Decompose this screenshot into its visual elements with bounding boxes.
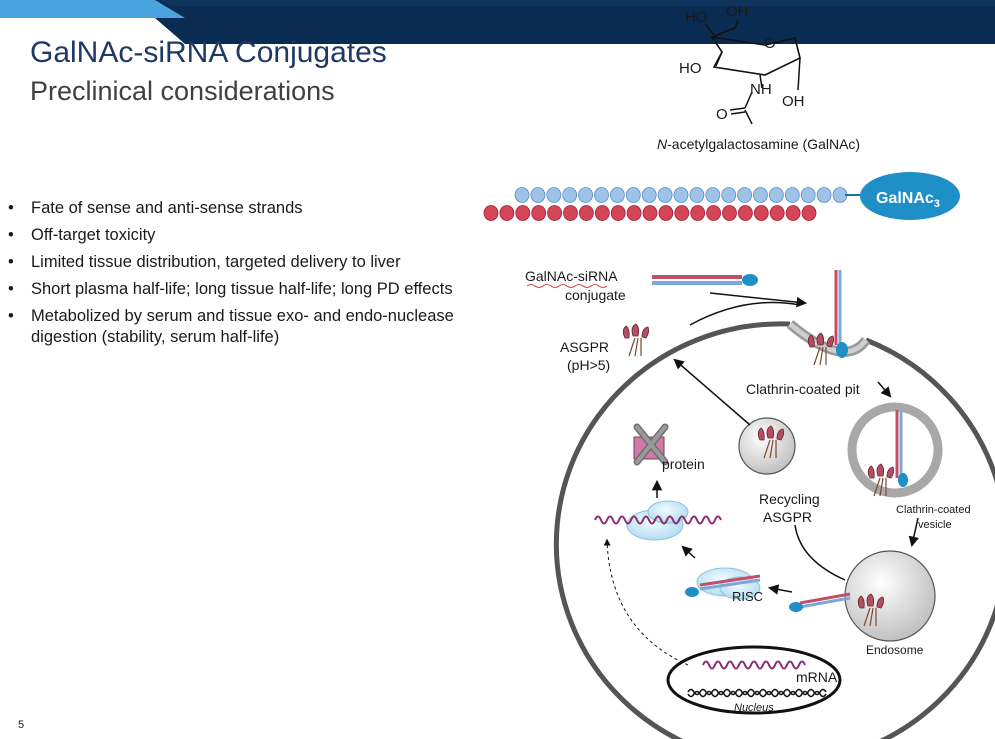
antisense-strand	[483, 205, 817, 221]
antisense-bead	[706, 205, 721, 221]
molecule-group-label: NH	[750, 81, 772, 98]
protein-label: protein	[662, 456, 705, 472]
conjugate-label-1: GalNAc-siRNA	[525, 268, 618, 284]
antisense-bead	[594, 205, 610, 221]
sense-bead	[673, 187, 689, 203]
galnac3-badge-subscript: 3	[934, 198, 940, 210]
recycling-asgpr-vesicle	[738, 417, 796, 475]
sense-bead	[562, 187, 578, 203]
sense-bead	[784, 187, 800, 203]
recycling-label-2: ASGPR	[763, 509, 812, 525]
bullet-item: Limited tissue distribution, targeted de…	[8, 252, 478, 273]
asgpr-label-1: ASGPR	[560, 339, 609, 355]
antisense-bead	[769, 205, 785, 221]
molecule-group-label: OH	[782, 93, 805, 110]
clathrin-coated-vesicle	[847, 402, 943, 498]
sense-bead	[816, 187, 832, 203]
pit-label: Clathrin-coated pit	[746, 381, 860, 397]
bullet-item: Short plasma half-life; long tissue half…	[8, 279, 478, 300]
antisense-bead	[547, 205, 562, 221]
sense-bead	[594, 187, 609, 203]
molecule-caption-rest: -acetylgalactosamine (GalNAc)	[667, 136, 860, 152]
antisense-bead	[801, 205, 817, 221]
sense-bead	[769, 187, 784, 203]
bullet-item: Off-target toxicity	[8, 225, 478, 246]
antisense-bead	[722, 205, 737, 221]
antisense-bead	[753, 205, 769, 221]
risc-complex	[685, 567, 761, 600]
molecule-group-label: HO	[685, 9, 708, 26]
slide-title: GalNAc-siRNA Conjugates	[30, 36, 387, 69]
released-sirna	[789, 592, 851, 612]
antisense-bead	[738, 205, 753, 221]
endosome	[844, 550, 936, 642]
sense-bead	[689, 187, 705, 203]
page-number: 5	[18, 719, 25, 731]
sense-bead	[641, 187, 657, 203]
antisense-bead	[658, 205, 674, 221]
mrna-label: mRNA	[796, 669, 838, 685]
sense-bead	[737, 187, 752, 203]
antisense-bead	[642, 205, 658, 221]
antisense-bead	[690, 205, 706, 221]
sense-bead	[800, 187, 816, 203]
antisense-bead	[499, 205, 515, 221]
galnac3-badge-label: GalNAc	[876, 190, 934, 207]
molecule-caption-italic: N	[657, 136, 668, 152]
slide-subtitle: Preclinical considerations	[30, 76, 335, 106]
sense-bead	[657, 187, 673, 203]
antisense-bead	[610, 205, 626, 221]
risc-mrna-complex	[594, 500, 722, 541]
sense-strand	[514, 187, 848, 203]
free-conjugate	[652, 274, 758, 286]
antisense-bead	[579, 205, 594, 221]
bullet-item: Fate of sense and anti-sense strands	[8, 198, 478, 219]
risc-label: RISC	[732, 589, 763, 604]
clathrin-coated-pit	[807, 270, 848, 366]
antisense-bead	[531, 205, 547, 221]
nucleus-label: Nucleus	[734, 702, 774, 714]
galnac-molecule: HO OH O HO NH OH O N-acetylgalactosamine…	[657, 3, 860, 152]
top-banner	[0, 0, 995, 44]
sense-bead	[625, 187, 641, 203]
sense-bead	[514, 187, 530, 203]
antisense-bead	[515, 205, 531, 221]
molecule-group-label: HO	[679, 60, 702, 77]
asgpr-receptor	[622, 323, 650, 357]
svg-text:GalNAc3: GalNAc3	[876, 190, 940, 210]
sense-bead	[530, 187, 546, 203]
vesicle-label-2: vesicle	[918, 519, 952, 531]
vesicle-label-1: Clathrin-coated	[896, 504, 971, 516]
bullet-list: Fate of sense and anti-sense strands Off…	[8, 198, 478, 354]
nucleus	[666, 645, 842, 715]
sense-bead	[721, 187, 737, 203]
sense-bead	[578, 187, 593, 203]
recycling-label-1: Recycling	[759, 491, 820, 507]
sense-bead	[832, 187, 848, 203]
sense-bead	[753, 187, 768, 203]
molecule-caption: N-acetylgalactosamine (GalNAc)	[657, 136, 860, 152]
molecule-group-label: O	[716, 106, 728, 123]
antisense-bead	[785, 205, 801, 221]
blocked-protein-icon	[633, 423, 669, 466]
sense-bead	[610, 187, 625, 203]
molecule-group-label: OH	[726, 3, 749, 20]
antisense-bead	[674, 205, 690, 221]
bullet-item: Metabolized by serum and tissue exo- and…	[8, 306, 478, 348]
sense-bead	[546, 187, 562, 203]
sense-bead	[705, 187, 721, 203]
asgpr-label-2: (pH>5)	[567, 357, 610, 373]
galnac3-badge: GalNAc3	[845, 172, 960, 220]
endosome-label: Endosome	[866, 643, 924, 657]
antisense-bead	[563, 205, 578, 221]
molecule-group-label: O	[764, 35, 776, 52]
conjugate-label-2: conjugate	[565, 287, 626, 303]
antisense-bead	[483, 205, 499, 221]
antisense-bead	[626, 205, 642, 221]
